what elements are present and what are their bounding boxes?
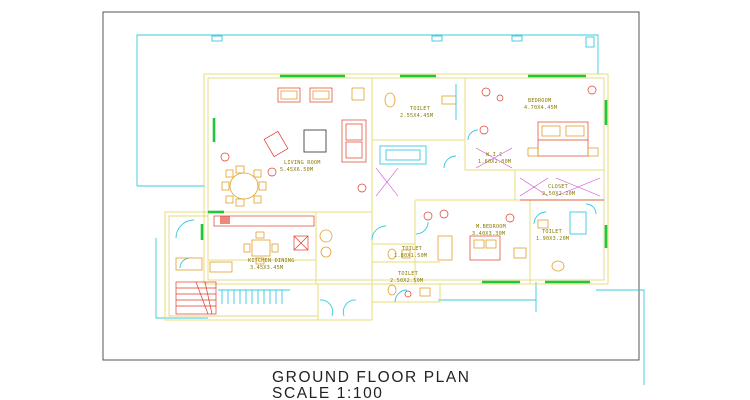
room-wic-name: W.I.C (486, 152, 503, 158)
cyan-steps (218, 289, 290, 304)
mbedroom-furniture (423, 209, 527, 261)
room-toilet-d-size: 2.50X2.50M (390, 278, 423, 284)
room-toilet-c-name: TOILET (402, 246, 422, 252)
building-walls (164, 73, 609, 321)
room-kitchen-name: KITCHEN DINING (248, 258, 295, 264)
room-living-name: LIVING ROOM (284, 160, 321, 166)
room-toilet-a-size: 2.55X4.45M (400, 113, 433, 119)
toilet-a-fixtures (379, 84, 457, 165)
room-bedroom-name: BEDROOM (528, 98, 551, 104)
kitchen-furniture (175, 215, 333, 273)
room-labels: TOILET 2.55X4.45M BEDROOM 4.70X4.45M LIV… (248, 98, 575, 284)
room-toilet-b-name: TOILET (542, 229, 562, 235)
room-closet-name: CLOSET (548, 184, 568, 190)
door-swings (175, 129, 597, 317)
toilet-b-fixtures (537, 211, 587, 272)
room-toilet-d-name: TOILET (398, 271, 418, 277)
room-toilet-b-size: 1.90X3.20M (536, 236, 569, 242)
small-toilet-fixtures (387, 248, 431, 298)
room-toilet-a-name: TOILET (410, 106, 430, 112)
room-toilet-c-size: 1.80X1.50M (394, 253, 427, 259)
drawing-title: GROUND FLOOR PLAN (272, 369, 471, 386)
drawing-frame (102, 11, 640, 361)
room-kitchen-size: 3.45X3.45M (250, 265, 283, 271)
windows (200, 74, 608, 284)
room-mbedroom-name: M.BEDROOM (476, 224, 506, 230)
bedroom-furniture (479, 85, 599, 157)
room-closet-size: 2.50X2.20M (542, 191, 575, 197)
terrace-outline (136, 34, 645, 385)
room-bedroom-size: 4.70X4.45M (524, 105, 557, 111)
wic-closet (375, 147, 604, 201)
drawing-scale: SCALE 1:100 (272, 385, 384, 400)
living-furniture (220, 87, 367, 207)
room-living-size: 5.45X6.50M (280, 167, 313, 173)
room-mbedroom-size: 3.40X3.30M (472, 231, 505, 237)
stairs (175, 281, 217, 315)
room-wic-size: 1.60X2.00M (478, 159, 511, 165)
